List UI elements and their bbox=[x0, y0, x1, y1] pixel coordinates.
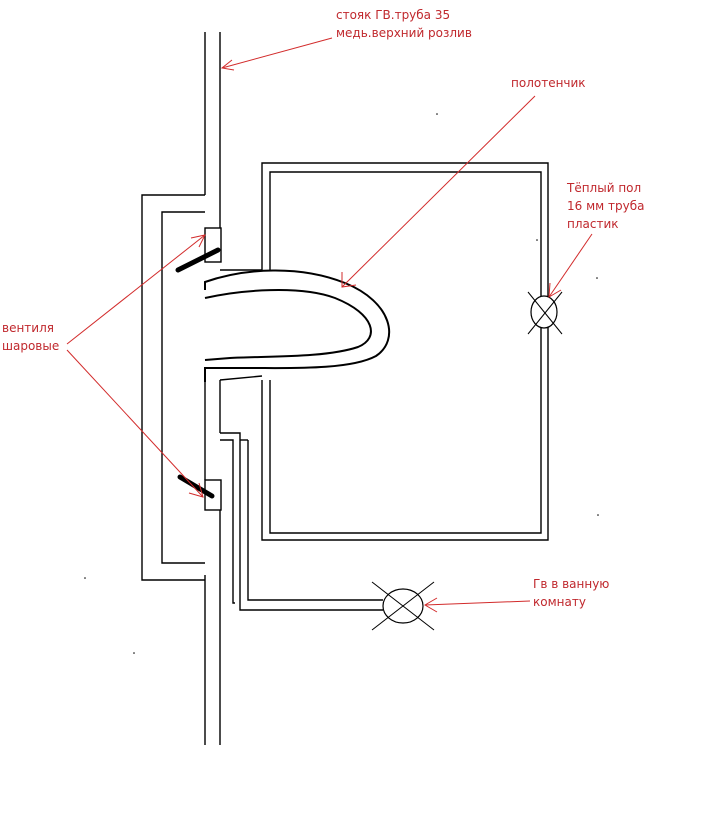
floor-label-line2: 16 мм труба bbox=[567, 199, 644, 213]
towel-label: полотенчик bbox=[511, 76, 586, 90]
main-riser bbox=[204, 32, 221, 745]
annotation-arrows bbox=[66, 37, 593, 613]
bathroom-valve bbox=[371, 581, 435, 631]
lower-valve-handle bbox=[177, 474, 215, 499]
heated-floor-loop bbox=[261, 162, 549, 541]
hw-label-line1: Гв в ванную bbox=[533, 577, 609, 591]
towel-warmer bbox=[204, 269, 391, 382]
bypass-loop bbox=[141, 194, 205, 581]
floor-valve bbox=[527, 291, 563, 335]
upper-valve bbox=[175, 227, 222, 273]
upper-valve-handle bbox=[175, 247, 221, 273]
hot-water-branch bbox=[220, 432, 383, 611]
hw-label-line2: комнату bbox=[533, 595, 586, 609]
riser-label-line1: стояк ГВ.труба 35 bbox=[336, 8, 450, 22]
floor-label-line1: Тёплый пол bbox=[566, 181, 641, 195]
valves-label-line2: шаровые bbox=[2, 339, 59, 353]
annotation-labels: стояк ГВ.труба 35 медь.верхний розлив по… bbox=[2, 8, 644, 609]
floor-label-line3: пластик bbox=[567, 217, 619, 231]
lower-valve bbox=[177, 474, 222, 511]
valves-label-line1: вентиля bbox=[2, 321, 54, 335]
riser-label-line2: медь.верхний розлив bbox=[336, 26, 472, 40]
stray-dots bbox=[84, 113, 599, 654]
